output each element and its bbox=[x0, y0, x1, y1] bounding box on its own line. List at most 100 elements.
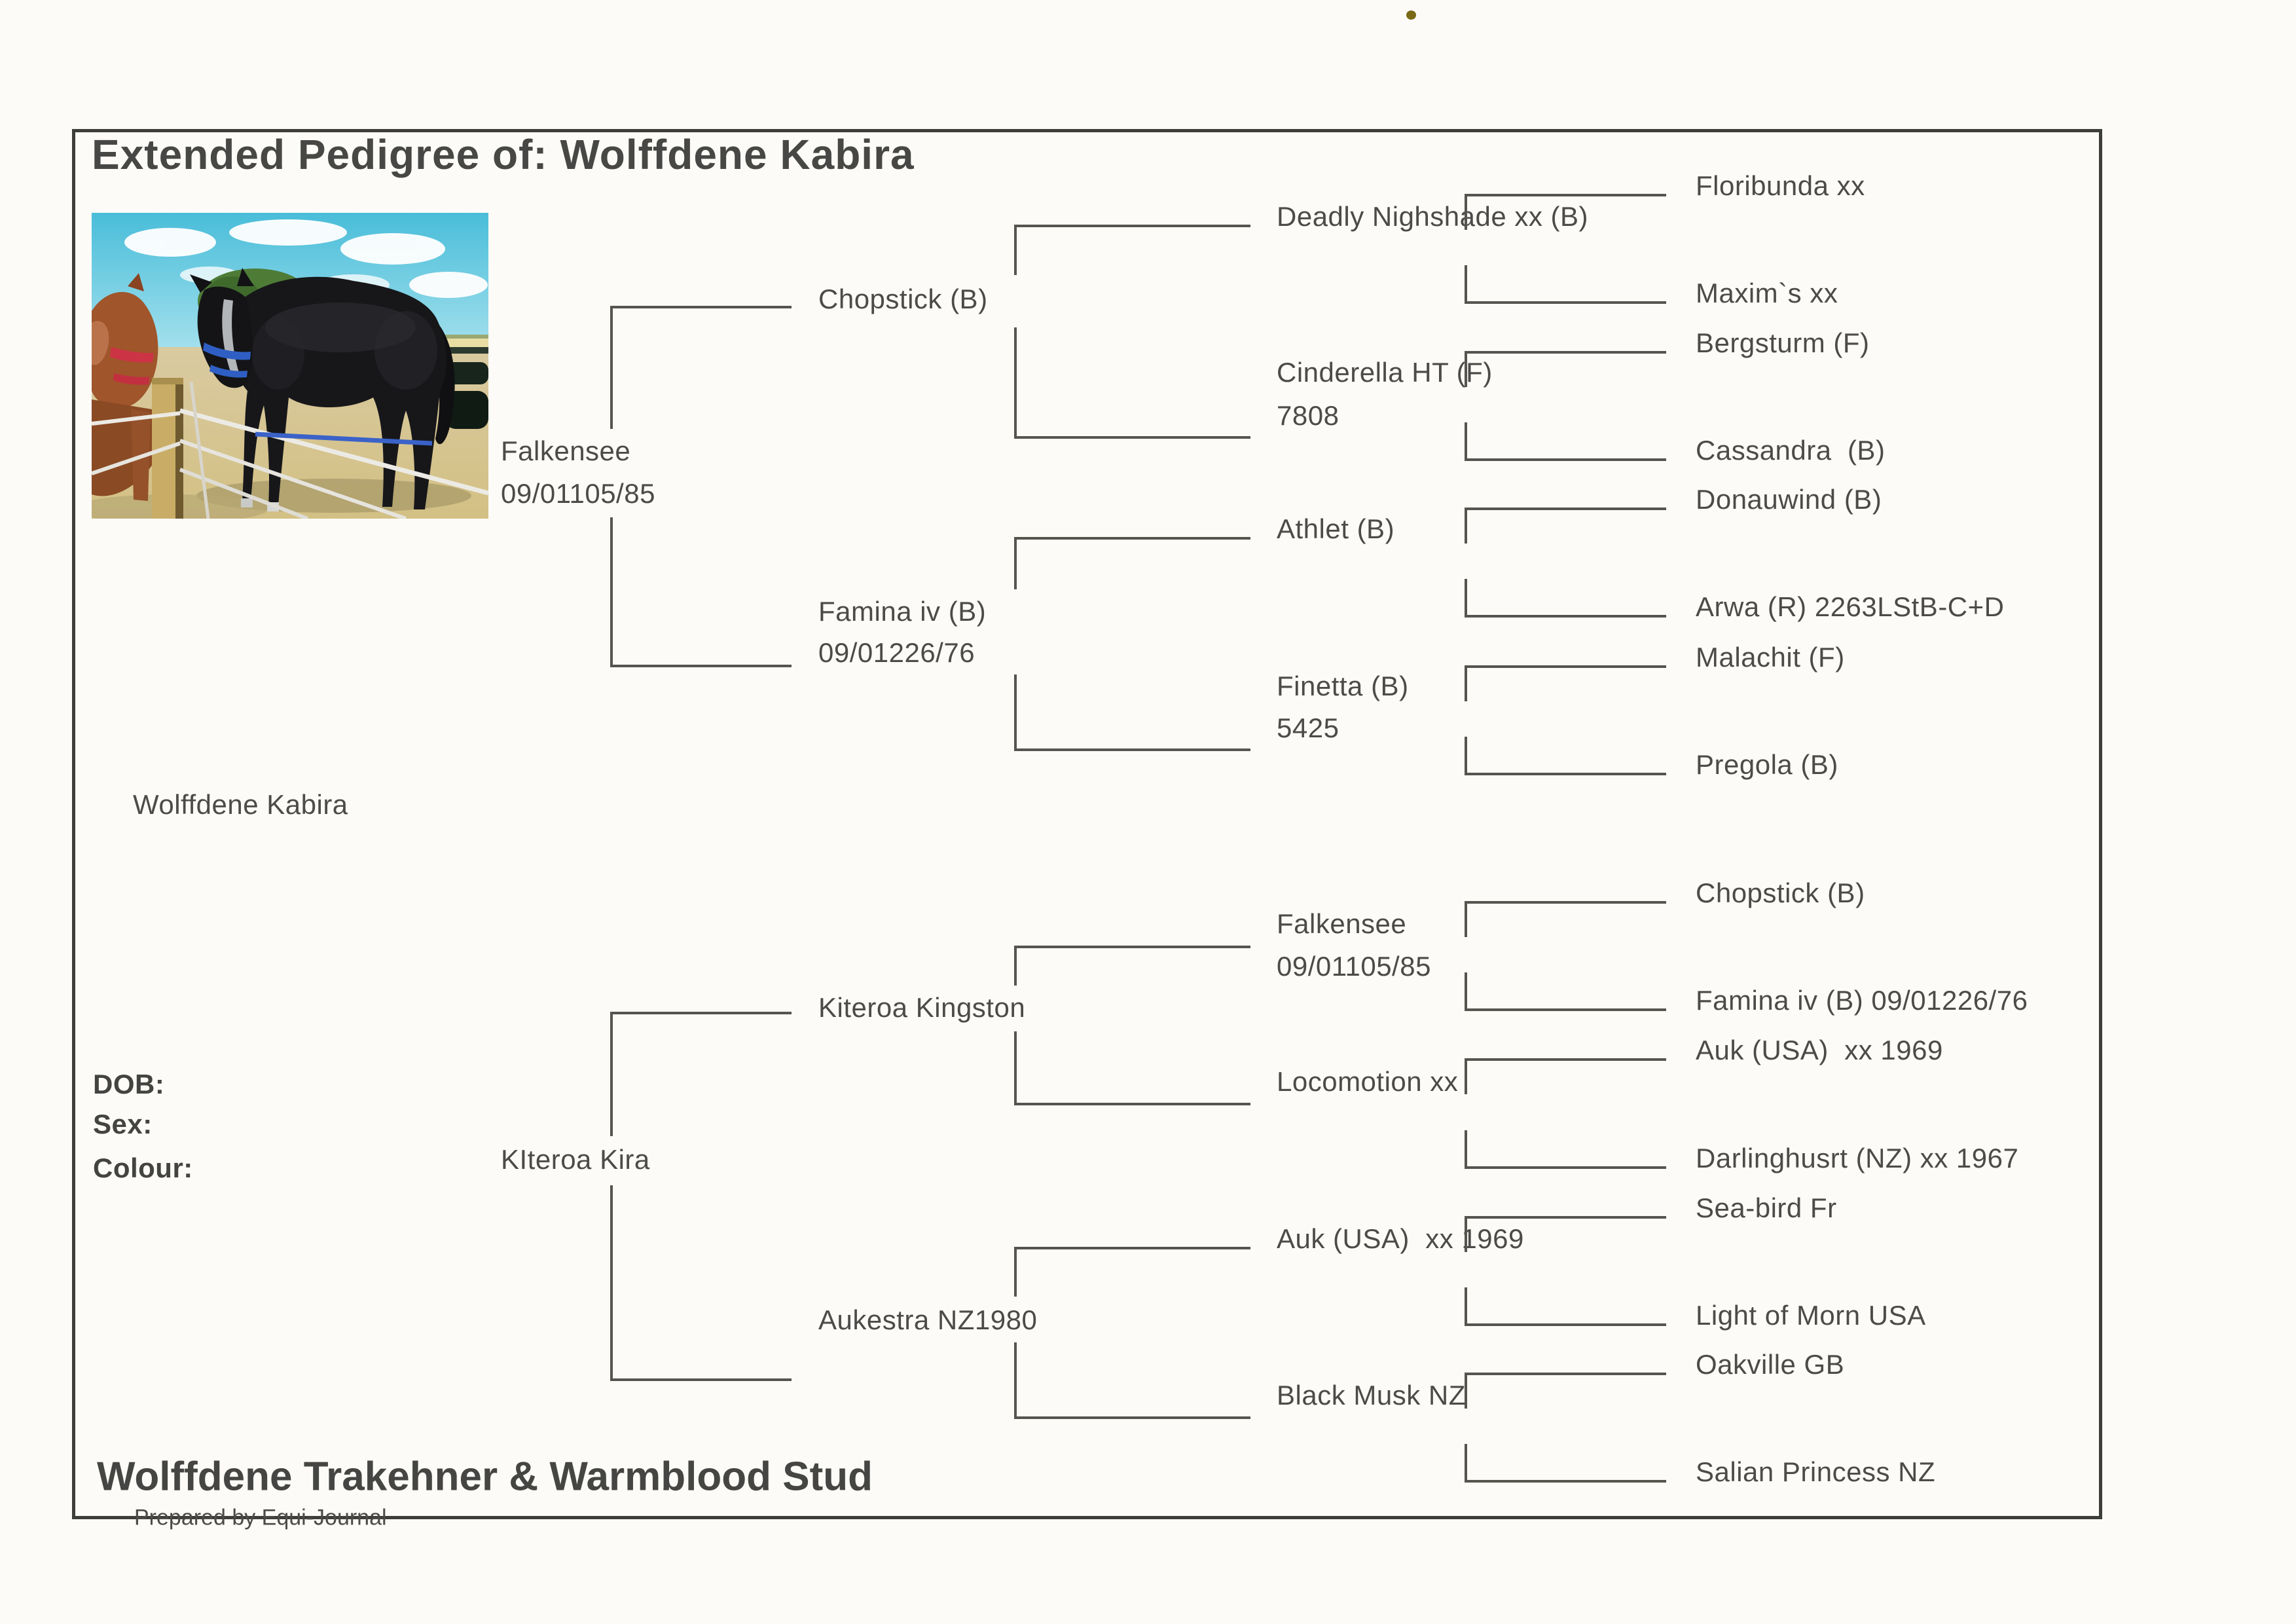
connector-v-g3c-bottom bbox=[1465, 579, 1467, 615]
connector-h-famina bbox=[610, 665, 792, 667]
colour-label: Colour: bbox=[93, 1153, 193, 1183]
connector-v-g3b-top bbox=[1465, 351, 1467, 387]
connector-h-bergsturm bbox=[1465, 351, 1666, 354]
connector-h-maxims bbox=[1465, 301, 1666, 304]
connector-h-donauwind bbox=[1465, 507, 1666, 510]
connector-h-finetta bbox=[1014, 748, 1250, 751]
page-border bbox=[72, 129, 2102, 1519]
connector-h-sea-bird bbox=[1465, 1216, 1666, 1219]
connector-h-chopstick bbox=[610, 306, 792, 308]
pedigree-node-chopstick2: Chopstick (B) bbox=[1696, 877, 1865, 908]
connector-h-locomotion bbox=[1014, 1103, 1250, 1105]
connector-v-g2a-bottom bbox=[1014, 327, 1017, 436]
photo-fence bbox=[92, 378, 488, 519]
prepared-by-note: Prepared by Equi-Journal bbox=[134, 1505, 387, 1530]
sex-label: Sex: bbox=[93, 1109, 153, 1139]
pedigree-node-darlinghusrt: Darlinghusrt (NZ) xx 1967 bbox=[1696, 1143, 2019, 1173]
connector-v-g3f-bottom bbox=[1465, 1130, 1467, 1166]
connector-v-g3f-top bbox=[1465, 1058, 1467, 1094]
scan-artifact-dot bbox=[1406, 10, 1416, 20]
connector-v-sire-top bbox=[610, 306, 613, 429]
connector-v-g3g-top bbox=[1465, 1216, 1467, 1252]
connector-v-dam-bottom bbox=[610, 1185, 613, 1378]
pedigree-node-bergsturm: Bergsturm (F) bbox=[1696, 327, 1870, 358]
pedigree-node-donauwind: Donauwind (B) bbox=[1696, 484, 1882, 515]
connector-v-sire-bottom bbox=[610, 517, 613, 665]
pedigree-node-athlet: Athlet (B) bbox=[1277, 513, 1395, 544]
connector-v-g3h-bottom bbox=[1465, 1444, 1467, 1480]
connector-v-g3h-top bbox=[1465, 1373, 1467, 1409]
pedigree-node-auk-gen3: Auk (USA) xx 1969 bbox=[1277, 1223, 1524, 1254]
pedigree-root-name: Wolffdene Kabira bbox=[133, 789, 348, 820]
pedigree-node-arwa: Arwa (R) 2263LStB-C+D bbox=[1696, 591, 2005, 622]
pedigree-node-kiteroa-kingston: Kiteroa Kingston bbox=[818, 992, 1026, 1023]
connector-h-auk4 bbox=[1465, 1058, 1666, 1061]
connector-v-g3g-bottom bbox=[1465, 1287, 1467, 1323]
pedigree-node-cassandra: Cassandra (B) bbox=[1696, 435, 1886, 466]
pedigree-node-chopstick: Chopstick (B) bbox=[818, 284, 988, 314]
pedigree-node-cinderella-name: Cinderella HT (F) bbox=[1277, 357, 1493, 388]
pedigree-node-aukestra: Aukestra NZ1980 bbox=[818, 1304, 1038, 1335]
connector-v-g2a-top bbox=[1014, 225, 1017, 275]
connector-v-dam-top bbox=[610, 1012, 613, 1136]
connector-h-malachit bbox=[1465, 665, 1666, 668]
pedigree-node-falkensee2-name: Falkensee bbox=[1277, 908, 1407, 939]
pedigree-node-light-of-morn: Light of Morn USA bbox=[1696, 1300, 1926, 1331]
connector-h-oakville bbox=[1465, 1373, 1666, 1375]
connector-h-floribunda bbox=[1465, 194, 1666, 196]
pedigree-node-floribunda: Floribunda xx bbox=[1696, 170, 1865, 201]
connector-h-cinderella bbox=[1014, 436, 1250, 439]
connector-h-black-musk bbox=[1014, 1416, 1250, 1419]
connector-v-g2b-bottom bbox=[1014, 674, 1017, 748]
connector-v-g3c-top bbox=[1465, 507, 1467, 544]
pedigree-node-deadly-nighshade: Deadly Nighshade xx (B) bbox=[1277, 201, 1589, 232]
pedigree-node-black-musk: Black Musk NZ bbox=[1277, 1380, 1466, 1411]
connector-h-salian bbox=[1465, 1480, 1666, 1483]
connector-v-g3a-top bbox=[1465, 194, 1467, 230]
connector-h-falkensee2 bbox=[1014, 946, 1250, 948]
connector-v-g3e-top bbox=[1465, 901, 1467, 937]
photo-black-horse bbox=[190, 268, 455, 511]
connector-v-g2b-top bbox=[1014, 537, 1017, 589]
connector-h-cassandra bbox=[1465, 458, 1666, 461]
pedigree-node-famina-reg: 09/01226/76 bbox=[818, 637, 975, 668]
pedigree-node-falkensee-reg: 09/01105/85 bbox=[501, 478, 655, 509]
dob-label: DOB: bbox=[93, 1069, 165, 1099]
connector-h-chopstick2 bbox=[1465, 901, 1666, 904]
connector-h-athlet bbox=[1014, 537, 1250, 540]
pedigree-node-malachit: Malachit (F) bbox=[1696, 642, 1845, 673]
connector-v-g3a-bottom bbox=[1465, 265, 1467, 301]
pedigree-node-famina-name: Famina iv (B) bbox=[818, 596, 987, 627]
stud-name: Wolffdene Trakehner & Warmblood Stud bbox=[97, 1454, 873, 1500]
pedigree-node-falkensee-name: Falkensee bbox=[501, 435, 631, 466]
connector-h-aukestra bbox=[610, 1378, 792, 1381]
connector-v-g2d-bottom bbox=[1014, 1342, 1017, 1416]
pedigree-node-oakville: Oakville GB bbox=[1696, 1349, 1845, 1380]
connector-h-kingston bbox=[610, 1012, 792, 1014]
pedigree-node-sea-bird: Sea-bird Fr bbox=[1696, 1192, 1837, 1223]
pedigree-node-falkensee2-reg: 09/01105/85 bbox=[1277, 951, 1431, 982]
connector-h-light-of-morn bbox=[1465, 1323, 1666, 1326]
connector-v-g3d-top bbox=[1465, 665, 1467, 701]
connector-h-deadly bbox=[1014, 225, 1250, 227]
pedigree-node-pregola: Pregola (B) bbox=[1696, 749, 1838, 780]
pedigree-node-finetta-name: Finetta (B) bbox=[1277, 671, 1409, 701]
connector-h-auk3 bbox=[1014, 1247, 1250, 1249]
pedigree-node-famina2: Famina iv (B) 09/01226/76 bbox=[1696, 985, 2028, 1016]
connector-v-g3d-bottom bbox=[1465, 737, 1467, 773]
pedigree-node-finetta-reg: 5425 bbox=[1277, 712, 1339, 743]
pedigree-node-locomotion: Locomotion xx bbox=[1277, 1066, 1459, 1097]
pedigree-node-cinderella-reg: 7808 bbox=[1277, 400, 1339, 431]
connector-v-g3b-bottom bbox=[1465, 422, 1467, 458]
horse-photo bbox=[92, 213, 488, 519]
connector-v-g2d-top bbox=[1014, 1247, 1017, 1297]
connector-h-pregola bbox=[1465, 773, 1666, 775]
page-title: Extended Pedigree of: Wolffdene Kabira bbox=[92, 131, 915, 178]
pedigree-node-auk-gen4: Auk (USA) xx 1969 bbox=[1696, 1035, 1943, 1065]
pedigree-node-salian-princess: Salian Princess NZ bbox=[1696, 1456, 1936, 1487]
pedigree-node-kiteroa-kira: KIteroa Kira bbox=[501, 1144, 650, 1175]
connector-h-famina2 bbox=[1465, 1008, 1666, 1011]
photo-brown-horse bbox=[92, 273, 158, 501]
connector-h-arwa bbox=[1465, 615, 1666, 618]
